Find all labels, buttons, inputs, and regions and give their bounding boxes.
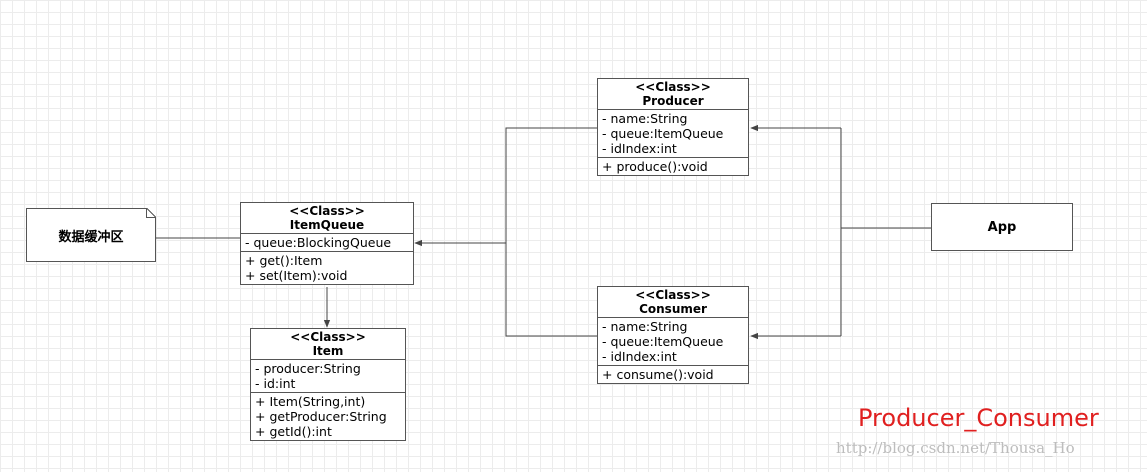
class-header: <<Class>> Consumer	[598, 287, 748, 318]
operation-row: + produce():void	[602, 159, 708, 174]
class-header: <<Class>> Producer	[598, 79, 748, 110]
operation-row: + getProducer:String	[255, 409, 387, 424]
attribute-row: - id:int	[255, 376, 296, 391]
watermark-text: http://blog.csdn.net/Thousa_Ho	[836, 439, 1075, 457]
class-attributes: - name:String - queue:ItemQueue - idInde…	[598, 318, 748, 366]
operation-row: + get():Item	[245, 253, 323, 268]
attribute-row: - producer:String	[255, 361, 361, 376]
class-operations: + produce():void	[598, 158, 748, 175]
class-attributes: - queue:BlockingQueue	[241, 234, 413, 252]
operation-row: + Item(String,int)	[255, 394, 366, 409]
attribute-row: - queue:ItemQueue	[602, 334, 724, 349]
operation-row: + getId():int	[255, 424, 332, 439]
class-stereotype: <<Class>>	[635, 288, 711, 302]
class-item[interactable]: <<Class>> Item - producer:String - id:in…	[250, 328, 406, 441]
class-name: Producer	[642, 94, 704, 108]
operation-row: + set(Item):void	[245, 268, 348, 283]
class-stereotype: <<Class>>	[290, 330, 366, 344]
attribute-row: - idIndex:int	[602, 349, 677, 364]
class-name: Consumer	[639, 302, 707, 316]
class-itemqueue[interactable]: <<Class>> ItemQueue - queue:BlockingQueu…	[240, 202, 414, 285]
diagram-caption: Producer_Consumer	[858, 404, 1099, 432]
class-attributes: - producer:String - id:int	[251, 360, 405, 393]
attribute-row: - name:String	[602, 319, 688, 334]
class-consumer[interactable]: <<Class>> Consumer - name:String - queue…	[597, 286, 749, 384]
attribute-row: - queue:ItemQueue	[602, 126, 724, 141]
note-text: 数据缓冲区	[58, 229, 124, 245]
class-producer[interactable]: <<Class>> Producer - name:String - queue…	[597, 78, 749, 176]
class-stereotype: <<Class>>	[289, 204, 365, 218]
producer-consumer-bracket	[505, 127, 597, 337]
attribute-row: - queue:BlockingQueue	[245, 235, 392, 250]
class-attributes: - name:String - queue:ItemQueue - idInde…	[598, 110, 748, 158]
class-operations: + Item(String,int) + getProducer:String …	[251, 393, 405, 440]
class-header: <<Class>> Item	[251, 329, 405, 360]
class-header: <<Class>> ItemQueue	[241, 203, 413, 234]
class-operations: + get():Item + set(Item):void	[241, 252, 413, 284]
attribute-row: - name:String	[602, 111, 688, 126]
class-stereotype: <<Class>>	[635, 80, 711, 94]
buffer-note[interactable]: 数据缓冲区	[26, 208, 156, 262]
class-name: ItemQueue	[289, 218, 365, 232]
operation-row: + consume():void	[602, 367, 714, 382]
class-operations: + consume():void	[598, 366, 748, 383]
attribute-row: - idIndex:int	[602, 141, 677, 156]
app-box[interactable]: App	[931, 203, 1073, 251]
class-name: Item	[312, 344, 344, 358]
app-label: App	[987, 219, 1017, 235]
note-fold-corner	[146, 208, 156, 218]
